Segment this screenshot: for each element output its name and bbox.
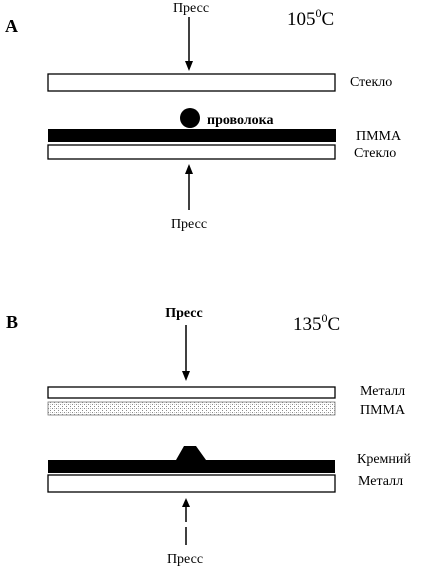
panel-a-press-top-arrow — [185, 17, 193, 71]
panel-b-press-top-arrow — [182, 325, 190, 381]
panel-a-press-bottom-label: Пресс — [171, 217, 207, 232]
panel-a-top-glass-layer — [47, 73, 336, 92]
panel-b-top-metal-label: Металл — [360, 384, 405, 399]
panel-b-temperature: 1350C — [293, 311, 340, 335]
panel-a-pmma-layer — [48, 129, 336, 142]
panel-a-label: A — [5, 16, 18, 36]
panel-b-press-bottom-label: Пресс — [167, 552, 203, 567]
panel-a-wire-label: проволока — [207, 113, 274, 128]
panel-b-silicon-layer — [48, 446, 335, 473]
panel-a-pmma-label: ПММА — [356, 129, 402, 144]
panel-a-wire — [180, 108, 200, 128]
panel-a: A Пресс 1050C Стекло проволока ПММА Стек… — [5, 1, 402, 232]
panel-b-top-metal-layer — [47, 386, 336, 399]
panel-b-label: B — [6, 312, 18, 332]
panel-b-press-top-label: Пресс — [165, 306, 203, 321]
panel-b-silicon-label: Кремний — [357, 452, 411, 467]
panel-a-press-bottom-arrow — [185, 164, 193, 210]
panel-a-press-top-label: Пресс — [173, 1, 209, 16]
panel-a-top-glass-label: Стекло — [350, 75, 392, 90]
panel-b-bottom-metal-layer — [47, 474, 336, 493]
panel-b-bottom-metal-label: Металл — [358, 474, 403, 489]
panel-a-temperature: 1050C — [287, 6, 334, 30]
panel-b-press-bottom-arrow — [182, 498, 190, 545]
panel-b-pmma-layer — [47, 401, 336, 416]
panel-b: B Пресс 1350C Металл ПММА Кремний Металл… — [6, 306, 411, 567]
panel-a-bottom-glass-layer — [47, 144, 336, 160]
panel-a-bottom-glass-label: Стекло — [354, 146, 396, 161]
panel-b-pmma-label: ПММА — [360, 403, 406, 418]
